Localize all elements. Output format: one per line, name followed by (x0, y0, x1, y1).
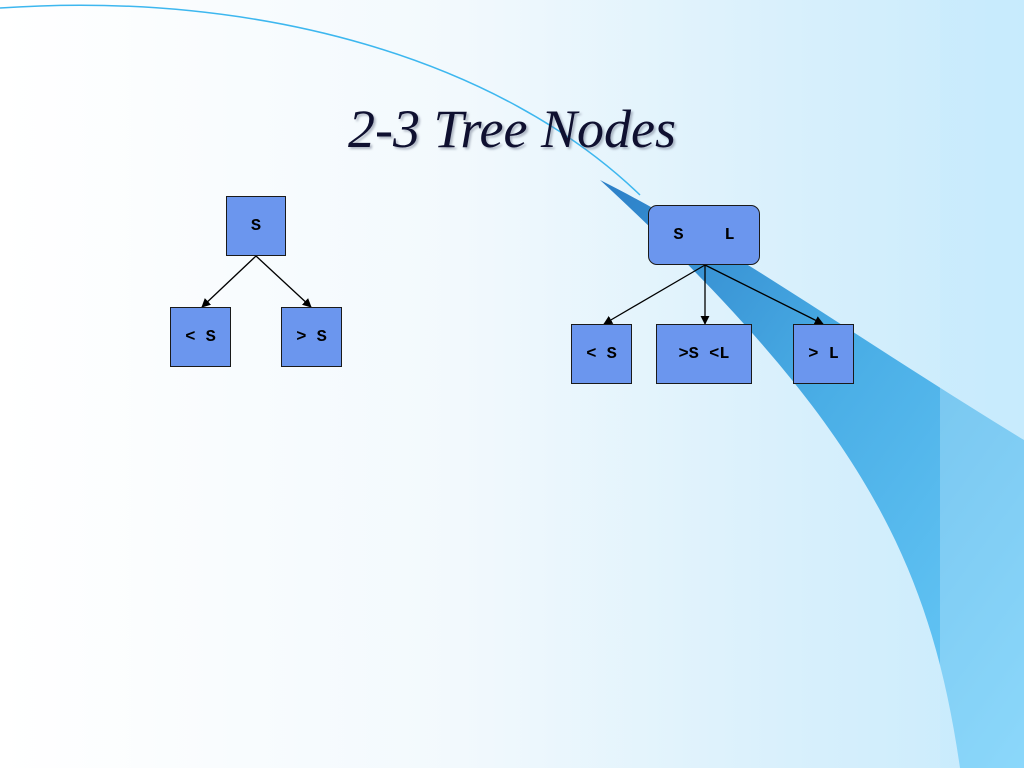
three-node-child-between: >S <L (656, 324, 752, 384)
edge-3node-left (603, 264, 706, 325)
edge-2node-right (255, 255, 312, 308)
three-node-root: S L (648, 205, 760, 265)
three-node-child-greater: > L (793, 324, 854, 384)
two-node-child-greater: > S (281, 307, 342, 367)
three-node-child-less: < S (571, 324, 632, 384)
two-node-root: S (226, 196, 286, 256)
edge-2node-left (201, 255, 257, 308)
edge-3node-right (704, 264, 824, 325)
slide-title: 2-3 Tree Nodes (348, 99, 676, 159)
two-node-child-less: < S (170, 307, 231, 367)
